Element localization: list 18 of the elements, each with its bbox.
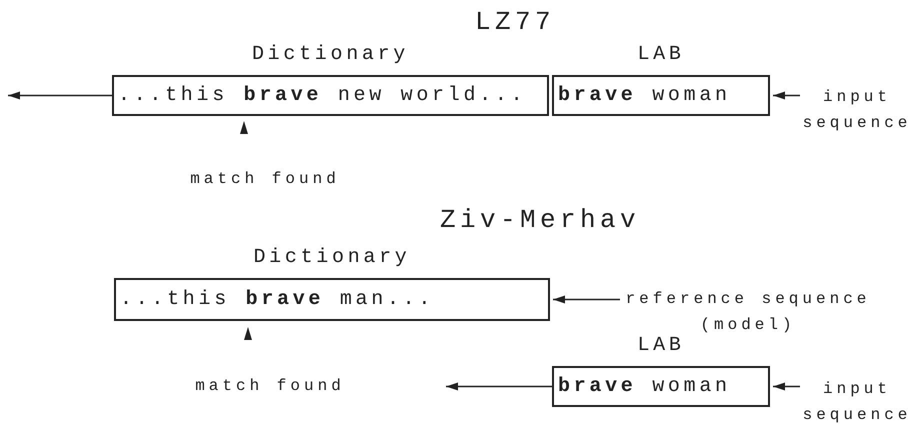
arrow <box>553 296 620 304</box>
arrow <box>446 382 552 390</box>
section-heading: Ziv-Merhav <box>440 205 640 235</box>
arrow <box>8 92 112 100</box>
box-heading: Dictionary <box>252 246 412 270</box>
arrow <box>773 382 800 390</box>
box-heading: Dictionary <box>250 43 410 67</box>
box-heading: LAB <box>636 43 686 67</box>
text-box: brave woman <box>552 366 770 407</box>
text-label: input sequence <box>800 376 914 427</box>
text-box: ...this brave man... <box>114 278 550 321</box>
section-heading: LZ77 <box>474 7 555 37</box>
arrow <box>773 92 800 100</box>
note-text: match found <box>190 170 340 188</box>
text-box: brave woman <box>552 75 770 116</box>
text-label: input sequence <box>800 84 914 136</box>
note-text: match found <box>195 377 345 395</box>
text-box: ...this brave new world... <box>112 75 549 116</box>
